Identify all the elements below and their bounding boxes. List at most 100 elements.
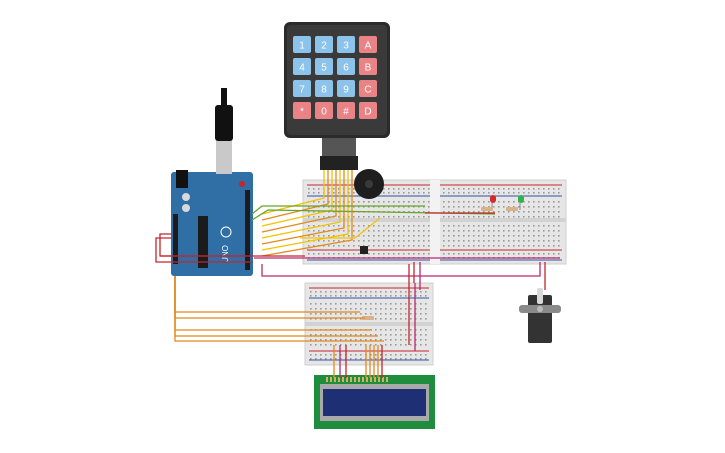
breadboard-hole[interactable] — [310, 318, 312, 320]
keypad-key[interactable]: 9 — [337, 80, 355, 97]
breadboard-hole[interactable] — [358, 206, 360, 208]
breadboard-hole[interactable] — [538, 225, 540, 227]
breadboard-hole[interactable] — [553, 211, 555, 213]
breadboard-hole[interactable] — [538, 216, 540, 218]
breadboard-hole[interactable] — [410, 295, 412, 297]
breadboard-hole[interactable] — [518, 211, 520, 213]
breadboard-hole[interactable] — [553, 201, 555, 203]
breadboard-hole[interactable] — [310, 308, 312, 310]
breadboard-hole[interactable] — [318, 192, 320, 194]
breadboard-hole[interactable] — [313, 230, 315, 232]
breadboard-hole[interactable] — [458, 201, 460, 203]
breadboard-hole[interactable] — [323, 235, 325, 237]
breadboard-hole[interactable] — [513, 253, 515, 255]
breadboard-hole[interactable] — [388, 188, 390, 190]
breadboard-hole[interactable] — [533, 211, 535, 213]
breadboard-hole[interactable] — [308, 245, 310, 247]
breadboard-hole[interactable] — [428, 240, 430, 242]
breadboard-hole[interactable] — [420, 358, 422, 360]
breadboard-hole[interactable] — [410, 308, 412, 310]
breadboard-hole[interactable] — [523, 216, 525, 218]
breadboard-hole[interactable] — [318, 211, 320, 213]
breadboard-hole[interactable] — [423, 216, 425, 218]
breadboard-hole[interactable] — [513, 201, 515, 203]
breadboard-hole[interactable] — [443, 225, 445, 227]
breadboard-hole[interactable] — [390, 318, 392, 320]
breadboard-hole[interactable] — [400, 329, 402, 331]
breadboard-hole[interactable] — [383, 253, 385, 255]
breadboard-hole[interactable] — [405, 344, 407, 346]
breadboard-hole[interactable] — [518, 192, 520, 194]
breadboard-hole[interactable] — [488, 206, 490, 208]
breadboard-hole[interactable] — [330, 295, 332, 297]
breadboard-hole[interactable] — [328, 240, 330, 242]
breadboard-hole[interactable] — [458, 253, 460, 255]
breadboard-hole[interactable] — [360, 354, 362, 356]
breadboard-hole[interactable] — [348, 216, 350, 218]
breadboard-hole[interactable] — [383, 240, 385, 242]
breadboard-hole[interactable] — [393, 216, 395, 218]
breadboard-hole[interactable] — [388, 201, 390, 203]
breadboard-hole[interactable] — [350, 318, 352, 320]
breadboard-hole[interactable] — [368, 230, 370, 232]
breadboard-hole[interactable] — [308, 188, 310, 190]
breadboard-hole[interactable] — [340, 313, 342, 315]
breadboard-hole[interactable] — [548, 211, 550, 213]
breadboard-hole[interactable] — [423, 230, 425, 232]
breadboard-hole[interactable] — [348, 201, 350, 203]
breadboard-hole[interactable] — [425, 313, 427, 315]
breadboard-hole[interactable] — [418, 235, 420, 237]
breadboard-hole[interactable] — [488, 225, 490, 227]
breadboard-hole[interactable] — [315, 291, 317, 293]
breadboard-hole[interactable] — [493, 192, 495, 194]
breadboard-hole[interactable] — [548, 245, 550, 247]
breadboard-hole[interactable] — [353, 188, 355, 190]
breadboard-hole[interactable] — [328, 216, 330, 218]
breadboard-hole[interactable] — [320, 291, 322, 293]
breadboard-hole[interactable] — [325, 313, 327, 315]
breadboard-hole[interactable] — [523, 188, 525, 190]
breadboard-hole[interactable] — [413, 216, 415, 218]
breadboard-hole[interactable] — [370, 291, 372, 293]
breadboard-hole[interactable] — [363, 235, 365, 237]
breadboard-hole[interactable] — [333, 192, 335, 194]
wire-led-red[interactable] — [251, 209, 496, 221]
breadboard-hole[interactable] — [513, 240, 515, 242]
breadboard-hole[interactable] — [335, 313, 337, 315]
breadboard-hole[interactable] — [340, 291, 342, 293]
breadboard-hole[interactable] — [425, 291, 427, 293]
breadboard-hole[interactable] — [320, 295, 322, 297]
breadboard-hole[interactable] — [443, 211, 445, 213]
breadboard-hole[interactable] — [533, 235, 535, 237]
breadboard-hole[interactable] — [388, 216, 390, 218]
breadboard-hole[interactable] — [330, 291, 332, 293]
breadboard-hole[interactable] — [390, 329, 392, 331]
breadboard-hole[interactable] — [375, 358, 377, 360]
resistor-led-green[interactable] — [506, 207, 518, 211]
breadboard-hole[interactable] — [443, 240, 445, 242]
lcd-pin[interactable] — [366, 377, 368, 382]
breadboard-hole[interactable] — [493, 245, 495, 247]
breadboard-hole[interactable] — [408, 240, 410, 242]
breadboard-hole[interactable] — [323, 253, 325, 255]
breadboard-hole[interactable] — [483, 235, 485, 237]
breadboard-hole[interactable] — [373, 225, 375, 227]
breadboard-hole[interactable] — [415, 334, 417, 336]
breadboard-hole[interactable] — [458, 230, 460, 232]
breadboard-hole[interactable] — [518, 216, 520, 218]
breadboard-hole[interactable] — [310, 303, 312, 305]
breadboard-hole[interactable] — [413, 235, 415, 237]
breadboard-hole[interactable] — [315, 339, 317, 341]
breadboard-hole[interactable] — [318, 230, 320, 232]
breadboard-hole[interactable] — [325, 358, 327, 360]
breadboard-hole[interactable] — [405, 329, 407, 331]
breadboard-hole[interactable] — [498, 235, 500, 237]
breadboard-hole[interactable] — [370, 354, 372, 356]
breadboard-hole[interactable] — [390, 291, 392, 293]
breadboard-hole[interactable] — [308, 230, 310, 232]
breadboard-hole[interactable] — [355, 313, 357, 315]
breadboard-hole[interactable] — [325, 334, 327, 336]
breadboard-hole[interactable] — [355, 358, 357, 360]
breadboard-hole[interactable] — [488, 188, 490, 190]
breadboard-hole[interactable] — [378, 235, 380, 237]
